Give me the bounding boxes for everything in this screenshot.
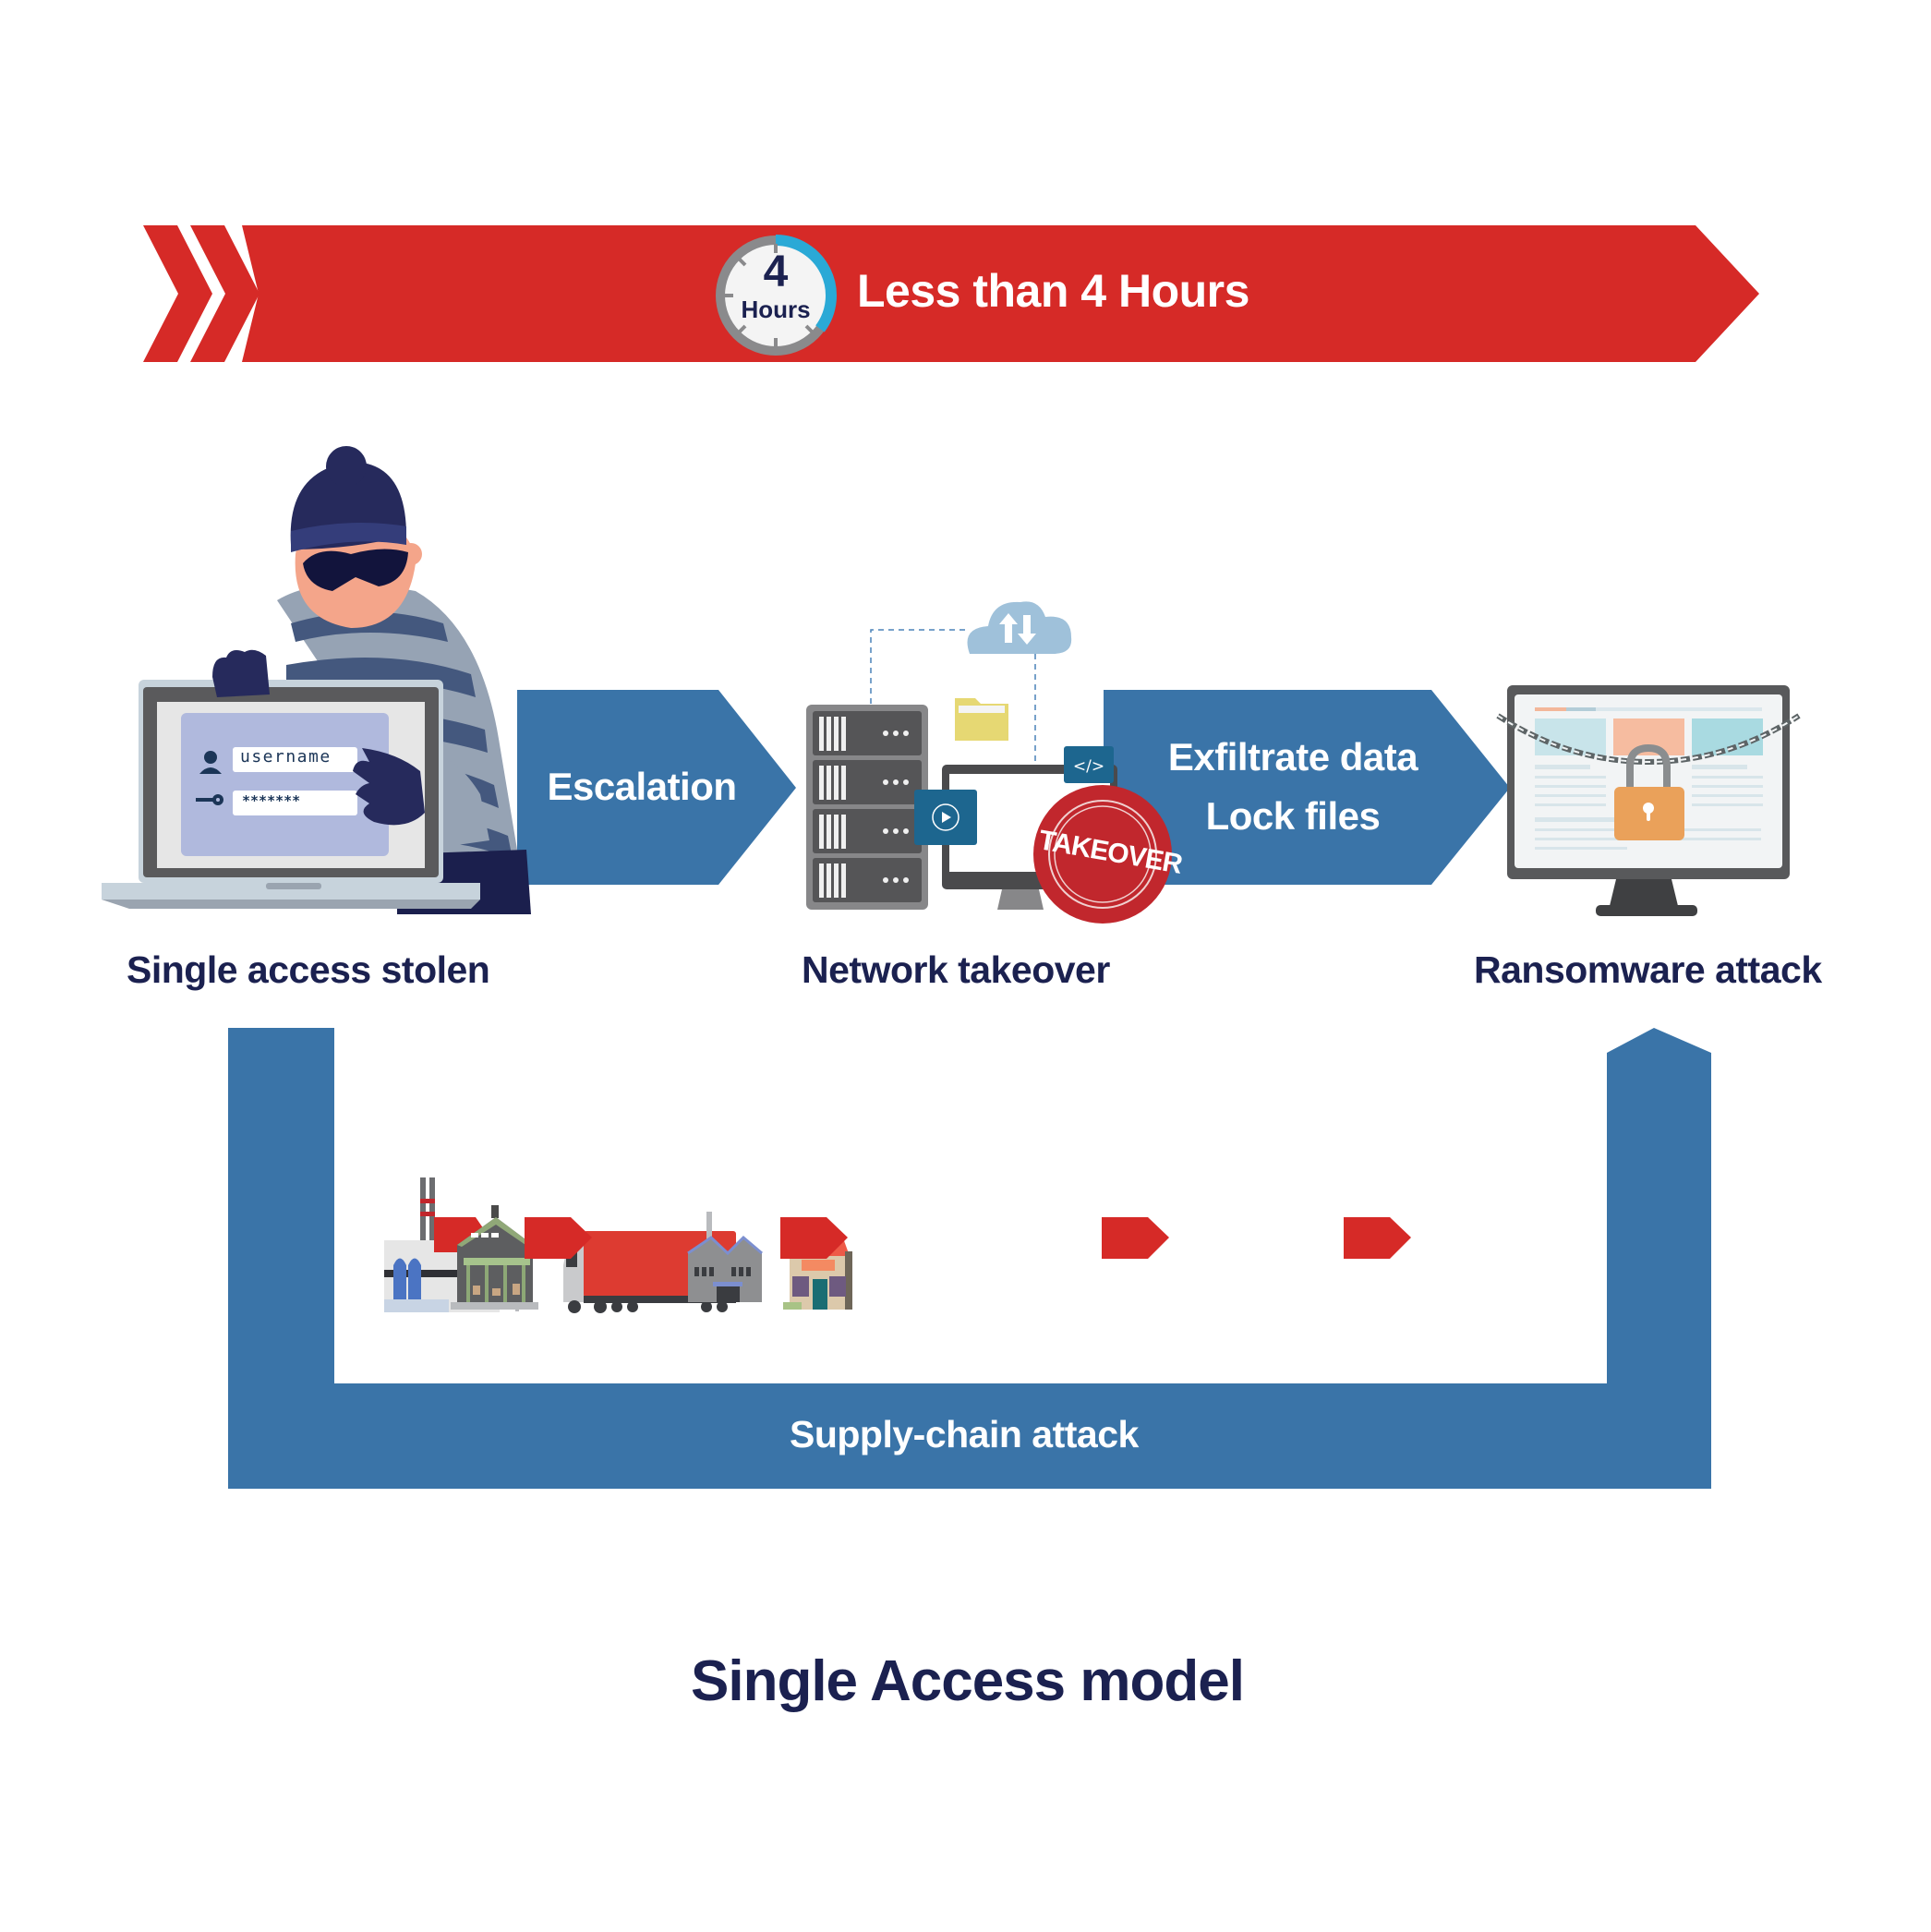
escalation-label: Escalation (547, 765, 737, 808)
stage-label-single-access: Single access stolen (127, 948, 490, 991)
clock-icon (716, 235, 837, 356)
locked-monitor-icon (1496, 685, 1801, 916)
play-icon (914, 790, 977, 845)
thief-laptop-icon (102, 446, 531, 914)
clock-number: 4 (763, 248, 789, 296)
escalation-arrow (517, 690, 796, 885)
server-takeover-icon (806, 601, 1172, 924)
username-field: username (240, 747, 332, 767)
flow-arrow-3 (1102, 1217, 1169, 1259)
takeover-stamp-icon (1033, 785, 1172, 924)
password-field: ******* (242, 792, 301, 809)
banner-title: Less than 4 Hours (857, 265, 1249, 317)
chevron-2 (190, 225, 259, 362)
page-title: Single Access model (691, 1649, 1245, 1713)
banner-arrow (242, 225, 1759, 362)
supply-chain-steps (384, 1177, 852, 1313)
clock-unit: Hours (741, 296, 811, 323)
exfiltrate-arrow (1104, 690, 1510, 885)
stage-label-ransomware: Ransomware attack (1474, 948, 1822, 991)
supply-chain-label: Supply-chain attack (790, 1413, 1139, 1455)
warehouse-icon (451, 1205, 538, 1310)
stage-label-network-takeover: Network takeover (802, 948, 1110, 991)
lock-files-label: Lock files (1205, 794, 1381, 838)
plant-icon (687, 1212, 763, 1302)
chevron-1 (143, 225, 212, 362)
flow-arrow-1 (525, 1217, 592, 1259)
flow-arrow-2 (780, 1217, 848, 1259)
time-banner (143, 225, 1759, 362)
folder-icon (955, 698, 1008, 741)
cloud-sync-icon (967, 601, 1072, 654)
exfiltrate-label: Exfiltrate data (1167, 735, 1418, 779)
code-tag: </> (1072, 757, 1105, 776)
flow-arrow-4 (1344, 1217, 1411, 1259)
